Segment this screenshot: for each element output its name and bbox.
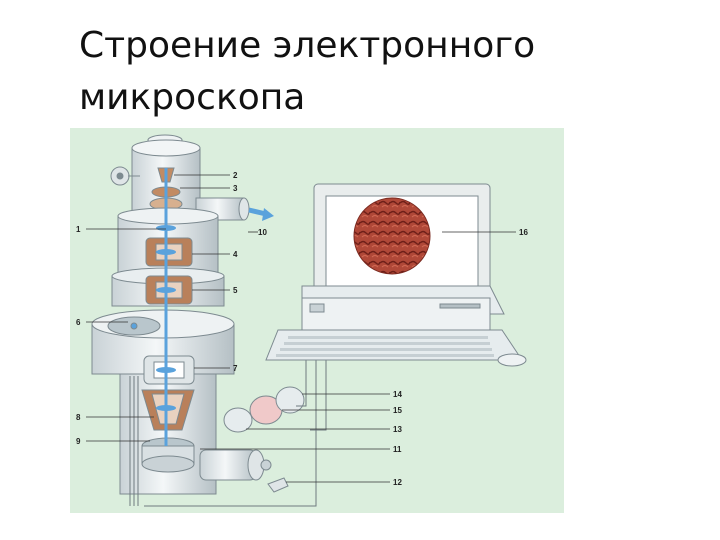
computer — [265, 183, 527, 367]
camera-unit — [199, 449, 272, 481]
label-16: 16 — [519, 228, 528, 237]
label-13: 13 — [393, 425, 402, 434]
label-11: 11 — [393, 445, 402, 454]
label-1: 1 — [76, 225, 81, 234]
label-3: 3 — [233, 184, 238, 193]
label-14: 14 — [393, 390, 402, 399]
remote-control — [267, 477, 289, 493]
leader-lines — [86, 174, 516, 483]
label-2: 2 — [233, 171, 238, 180]
label-6: 6 — [76, 318, 81, 327]
specimen-stage — [91, 309, 235, 375]
slide-title: Строение электронного микроскопа — [79, 20, 599, 124]
label-15: 15 — [393, 406, 402, 415]
vacuum-arrow — [248, 207, 274, 221]
label-8: 8 — [76, 413, 81, 422]
label-10: 10 — [258, 228, 267, 237]
label-9: 9 — [76, 437, 81, 446]
specimen-image — [353, 197, 431, 275]
microscope-figure: 1 2 3 4 5 6 7 8 9 10 11 12 13 14 15 16 — [70, 128, 564, 513]
label-5: 5 — [233, 286, 238, 295]
microscope-diagram: 1 2 3 4 5 6 7 8 9 10 11 12 13 14 15 16 — [70, 128, 564, 513]
microscope-column — [110, 134, 250, 221]
label-12: 12 — [393, 478, 402, 487]
slide-title-line-2: микроскопа — [79, 77, 306, 118]
part-labels: 1 2 3 4 5 6 7 8 9 10 11 12 13 14 15 16 — [76, 171, 528, 487]
slide-title-line-1: Строение электронного — [79, 25, 536, 66]
label-7: 7 — [233, 364, 238, 373]
detectors — [223, 386, 305, 433]
beam-discs — [156, 225, 176, 411]
label-4: 4 — [233, 250, 238, 259]
